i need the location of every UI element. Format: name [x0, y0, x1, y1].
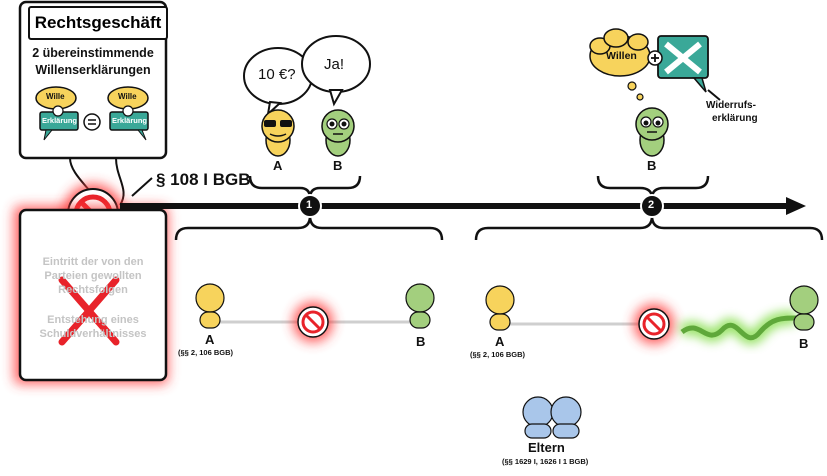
effect-line-3: Rechtsfolgen [58, 284, 128, 296]
wille-bubble-right [107, 86, 149, 141]
person-b-top-label: B [333, 158, 343, 173]
person-a-figure-2 [485, 285, 515, 331]
person-a-figure-1 [195, 283, 225, 329]
timeline-marker-2 [640, 194, 664, 218]
person-a-label-2: A [495, 334, 505, 349]
revocation-label-1: Widerrufs- [706, 100, 756, 111]
person-a-label-1: A [205, 332, 215, 347]
effect-panel [14, 206, 168, 384]
timeline-arrow [120, 197, 806, 215]
person-b-label-1: B [416, 334, 426, 349]
cross-icon [58, 276, 120, 346]
speech-bubble-a [243, 47, 313, 117]
speech-a-text: 10 €? [258, 66, 296, 83]
marker-1-label: 1 [306, 199, 313, 211]
person-a-emoji [261, 109, 295, 157]
revocation-pointer [707, 89, 721, 101]
person-b-label-2: B [799, 336, 809, 351]
thought-text: Willen [606, 50, 637, 62]
parents-ref: (§§ 1629 I, 1626 I 1 BGB) [502, 457, 589, 466]
prohibition-icon-small-1 [293, 302, 333, 342]
wille-label-left: Wille [46, 92, 65, 101]
wille-label-right: Wille [118, 92, 137, 101]
equals-icon [83, 113, 101, 131]
revocation-label-2: erklärung [712, 113, 758, 124]
effect-line-4: Entstehung eines [47, 314, 139, 326]
contract-title: Rechtsgeschäft [28, 6, 168, 40]
erklaerung-label-left: Erklärung [42, 116, 78, 125]
parents-figure [522, 396, 582, 439]
person-b-emoji [321, 109, 355, 157]
contract-subtitle-2: Willenserklärungen [35, 63, 151, 77]
person-a-top-label: A [273, 158, 283, 173]
wavy-link [677, 311, 797, 345]
person-b-figure-1 [405, 283, 435, 329]
effect-line-2: Parteien gewollten [44, 270, 142, 282]
erklaerung-label-right: Erklärung [112, 116, 148, 125]
person-b-emoji-2 [635, 107, 669, 157]
effect-line-1: Eintritt der von den [42, 256, 144, 268]
law-ref-pointer [131, 177, 153, 197]
contract-subtitle-1: 2 übereinstimmende [32, 46, 154, 60]
wille-bubble-left [35, 86, 79, 141]
prohibition-icon-small-2 [634, 304, 674, 344]
revocation-x-box [657, 35, 709, 93]
parents-label: Eltern [528, 440, 565, 455]
thought-bubble [589, 28, 651, 101]
timeline-marker-1 [298, 194, 322, 218]
speech-bubble-b [301, 35, 371, 107]
law-reference: § 108 I BGB [156, 170, 251, 189]
speech-b-text: Ja! [324, 56, 345, 73]
person-a-ref-2: (§§ 2, 106 BGB) [470, 350, 526, 359]
brace-bottom-1 [174, 215, 444, 241]
effect-line-5: Schuldverhältnisses [39, 328, 147, 340]
person-b-top-label-2: B [647, 158, 657, 173]
person-a-ref-1: (§§ 2, 106 BGB) [178, 348, 234, 357]
plus-icon [647, 50, 663, 66]
brace-top-1 [248, 175, 362, 199]
brace-bottom-2 [474, 215, 824, 241]
marker-2-label: 2 [648, 199, 655, 211]
person-b-figure-2 [789, 285, 819, 331]
